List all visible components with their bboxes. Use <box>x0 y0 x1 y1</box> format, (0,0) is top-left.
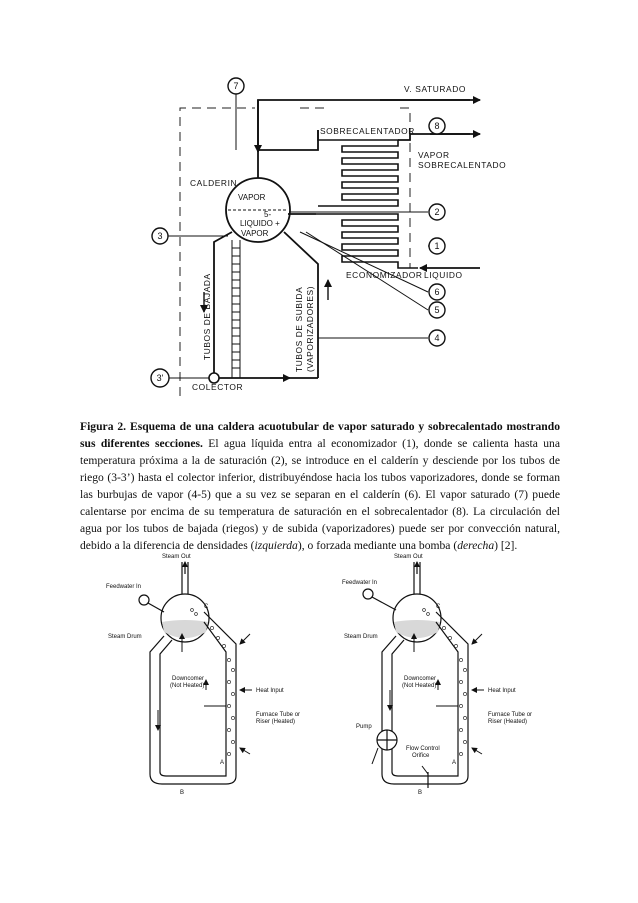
label-sobrecalentador: SOBRECALENTADOR <box>320 126 415 136</box>
svg-text:2: 2 <box>434 207 439 217</box>
boiler-schematic: VAPOR 5- LIQUIDO + VAPOR <box>150 77 506 396</box>
label-feedwater-left: Feedwater In <box>106 584 141 590</box>
label-calderin: CALDERIN <box>190 178 237 188</box>
label-vaporizadores: (VAPORIZADORES) <box>305 286 315 372</box>
label-not-heated-right: (Not Heated) <box>402 683 436 689</box>
svg-text:5: 5 <box>434 305 439 315</box>
label-tubos-subida: TUBOS DE SUBIDA <box>294 287 304 372</box>
label-liquido: LIQUIDO <box>424 270 463 280</box>
label-downcomer-right: Downcomer <box>404 676 436 682</box>
label-liquido-vapor-2: VAPOR <box>241 229 269 238</box>
callout-8: 8 <box>428 117 446 135</box>
figure-caption: Figura 2. Esquema de una caldera acuotub… <box>80 418 560 554</box>
label-v-saturado: V. SATURADO <box>404 84 466 94</box>
label-furnace-left: Furnace Tube or <box>256 712 300 718</box>
label-not-heated-left: (Not Heated) <box>170 683 204 689</box>
callout-2: 2 <box>428 203 446 221</box>
caption-body-1: El agua líquida entra al economizador (1… <box>80 436 561 552</box>
svg-text:6: 6 <box>434 287 439 297</box>
superheater-coil <box>317 130 399 207</box>
caption-title: Figura 2. Esquema de una caldera acuotub… <box>80 419 560 450</box>
label-downcomer-left: Downcomer <box>172 676 204 682</box>
label-steam-out-right: Steam Out <box>394 554 423 560</box>
label-orifice-right: Orifice <box>412 753 430 759</box>
label-steam-drum-left: Steam Drum <box>108 634 142 640</box>
label-point-a-left: A <box>220 760 224 766</box>
label-liquido-vapor: LIQUIDO + <box>240 219 280 228</box>
label-feedwater-right: Feedwater In <box>342 580 377 586</box>
label-drum-mark: 5- <box>264 210 271 219</box>
label-economizador: ECONOMIZADOR <box>346 270 423 280</box>
label-colector: COLECTOR <box>192 382 243 392</box>
flow-arrows <box>200 279 332 382</box>
label-vapor: VAPOR <box>238 193 266 202</box>
natural-circulation-diagram: Steam Out Feedwater In Steam Drum Downco… <box>106 554 300 796</box>
caption-izquierda: izquierda <box>254 538 298 552</box>
riser-bubbles-forced <box>422 608 467 756</box>
callout-3: 3 <box>151 227 169 245</box>
callout-6: 6 <box>428 283 446 301</box>
svg-text:1: 1 <box>434 241 439 251</box>
vaporizer-tubes <box>231 240 241 378</box>
callout-4: 4 <box>428 329 446 347</box>
label-steam-drum-right: Steam Drum <box>344 634 378 640</box>
svg-text:3: 3 <box>157 231 162 241</box>
label-point-b-left: B <box>180 790 184 796</box>
label-point-a-right: A <box>452 760 456 766</box>
label-vapor-sobrecalentado: VAPOR <box>418 150 450 160</box>
callout-1: 1 <box>428 237 446 255</box>
callout-markers: 7 8 2 3 1 6 5 4 3' <box>150 77 446 388</box>
callout-3-prime: 3' <box>150 368 170 388</box>
riser-bubbles <box>190 608 235 756</box>
caption-body-3: ) [2]. <box>494 538 518 552</box>
boiler-enclosure <box>179 107 411 396</box>
svg-text:4: 4 <box>434 333 439 343</box>
callout-7: 7 <box>227 77 245 95</box>
label-furnace-right: Furnace Tube or <box>488 712 532 718</box>
svg-text:8: 8 <box>434 121 439 131</box>
label-point-c-left: C <box>204 604 209 610</box>
label-point-c-right: C <box>436 604 441 610</box>
label-tubos-bajada: TUBOS DE BAJADA <box>202 273 212 360</box>
label-heat-input-left: Heat Input <box>256 688 284 694</box>
caption-derecha: derecha <box>457 538 495 552</box>
label-riser-left: Riser (Heated) <box>256 719 295 725</box>
label-heat-input-right: Heat Input <box>488 688 516 694</box>
svg-text:3': 3' <box>157 373 164 383</box>
label-steam-out-left: Steam Out <box>162 554 191 560</box>
economizer-coil <box>316 213 418 269</box>
forced-circulation-diagram: Steam Out Feedwater In Steam Drum Downco… <box>342 554 532 796</box>
label-vapor-sobrecalentado-2: SOBRECALENTADO <box>418 160 506 170</box>
svg-text:7: 7 <box>233 81 238 91</box>
label-pump-right: Pump <box>356 724 372 730</box>
label-riser-right: Riser (Heated) <box>488 719 527 725</box>
caption-body-2: ), o forzada mediante una bomba ( <box>297 538 458 552</box>
label-flow-control-right: Flow Control <box>406 746 440 752</box>
label-point-b-right: B <box>418 790 422 796</box>
callout-5: 5 <box>428 301 446 319</box>
